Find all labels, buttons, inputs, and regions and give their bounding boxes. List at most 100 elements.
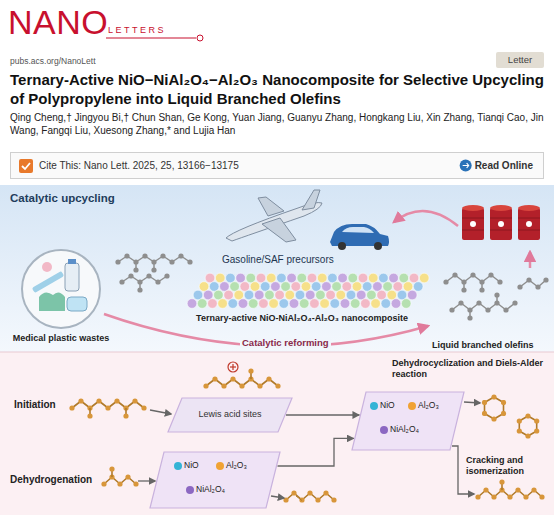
catalyst-sphere bbox=[250, 282, 260, 292]
step-label: Dehydrogenation bbox=[10, 474, 92, 486]
journal-logo: LETTERS bbox=[108, 25, 166, 36]
catalyst-sphere bbox=[256, 273, 266, 283]
catalyst-slab: Ternary-active NiO-NiAl₂O₄-Al₂O₃ nanocom… bbox=[176, 271, 428, 329]
catalyst-sphere bbox=[220, 282, 230, 292]
catalyst-sphere bbox=[371, 299, 381, 309]
mechanism-panel bbox=[0, 352, 554, 515]
catalyst-sphere bbox=[281, 282, 291, 292]
waste-item bbox=[32, 271, 64, 293]
polymer-chain bbox=[153, 262, 155, 270]
fuel-barrels bbox=[518, 218, 540, 219]
catalyst-sphere bbox=[409, 273, 419, 283]
catalyst-sphere bbox=[407, 290, 417, 300]
catalyst-sphere bbox=[338, 273, 348, 283]
fuel-barrels bbox=[526, 221, 532, 227]
car-icon bbox=[338, 242, 346, 250]
plane-outline bbox=[352, 392, 464, 450]
catalyst-sphere bbox=[346, 290, 356, 300]
catalyst-sphere bbox=[322, 282, 332, 292]
catalyst-sphere bbox=[311, 282, 321, 292]
catalyst-sphere bbox=[271, 282, 281, 292]
catalyst-sphere bbox=[254, 290, 264, 300]
waste-item bbox=[39, 292, 65, 311]
catalyst-sphere bbox=[214, 290, 224, 300]
mechanism-molecule bbox=[296, 496, 302, 501]
catalyst-sphere bbox=[389, 273, 399, 283]
fuel-barrels bbox=[470, 221, 476, 227]
node-text: Medical plastic wastes bbox=[13, 333, 110, 344]
carbocation-symbol bbox=[228, 362, 238, 372]
cite-icon bbox=[22, 163, 30, 169]
waste-item bbox=[68, 259, 76, 264]
catalyst-sphere bbox=[224, 290, 234, 300]
catalyst-plane: NiOAl₂O₃NiAl₂O₄ bbox=[150, 452, 280, 508]
node-outline bbox=[150, 452, 280, 508]
waste-circle bbox=[22, 250, 100, 328]
catalyst-sphere bbox=[391, 299, 401, 309]
olefin-molecule bbox=[463, 282, 465, 290]
node-text: Ternary-active NiO-NiAl₂O₄-Al₂O₃ nanocom… bbox=[196, 313, 408, 324]
flow-arrow bbox=[529, 252, 532, 268]
step-arrow bbox=[271, 496, 284, 498]
fuel-barrels bbox=[490, 205, 512, 211]
catalyst-sphere bbox=[236, 273, 246, 283]
step-arrow bbox=[138, 480, 155, 481]
phase-dot bbox=[380, 426, 388, 434]
node-text: Al₂O₃ bbox=[226, 460, 247, 470]
polymer-chain bbox=[118, 256, 190, 262]
car-icon bbox=[330, 224, 389, 250]
plane-outline bbox=[168, 398, 292, 432]
catalyst-sphere bbox=[316, 290, 326, 300]
catalyst-sphere bbox=[289, 299, 299, 309]
phase-dot bbox=[186, 486, 194, 494]
catalyst-sphere bbox=[246, 273, 256, 283]
catalyst-sphere bbox=[218, 299, 228, 309]
catalyst-sphere bbox=[187, 299, 197, 309]
fuel-barrels bbox=[518, 208, 540, 240]
mechanism-molecule bbox=[72, 371, 542, 501]
catalyst-sphere bbox=[377, 290, 387, 300]
catalyst-sphere bbox=[228, 299, 238, 309]
journal-url: pubs.acs.org/NanoLett bbox=[10, 56, 96, 66]
node-text: Al₂O₃ bbox=[418, 400, 439, 410]
catalyst-sphere bbox=[260, 282, 270, 292]
logo-decoration bbox=[106, 37, 196, 38]
catalyst-sphere bbox=[383, 282, 393, 292]
catalyst-sphere bbox=[387, 290, 397, 300]
fuel-barrels bbox=[462, 205, 540, 240]
airplane-icon bbox=[302, 190, 320, 210]
olefin-molecule bbox=[446, 275, 500, 282]
airplane-icon bbox=[226, 190, 322, 242]
reaction-arrow bbox=[278, 438, 354, 466]
catalyst-sphere bbox=[295, 290, 305, 300]
catalyst-sphere bbox=[320, 299, 330, 309]
author-list: Qing Cheng,† Jingyou Bi,† Chun Shan, Ge … bbox=[10, 112, 544, 137]
fuel-barrels bbox=[518, 230, 540, 231]
article-type-tag: Letter bbox=[496, 52, 544, 68]
journal-logo: NANO bbox=[8, 3, 108, 41]
fuel-barrels bbox=[490, 218, 512, 219]
airplane-icon bbox=[262, 218, 296, 242]
reaction-arrow bbox=[286, 414, 359, 415]
catalyst-sphere bbox=[193, 290, 203, 300]
carbocation-symbol bbox=[232, 364, 233, 370]
catalyst-sphere bbox=[310, 299, 320, 309]
phase-dot bbox=[370, 402, 378, 410]
catalyst-sphere bbox=[291, 282, 301, 292]
catalyst-sphere bbox=[307, 273, 317, 283]
catalyst-sphere bbox=[277, 273, 287, 283]
upcycling-panel bbox=[0, 185, 554, 352]
polymer-chain bbox=[118, 256, 190, 290]
catalyst-sphere bbox=[238, 299, 248, 309]
olefin-molecule bbox=[481, 282, 483, 290]
olefin-molecule bbox=[446, 275, 546, 318]
cite-icon bbox=[19, 159, 33, 173]
catalyst-sphere bbox=[381, 299, 391, 309]
catalyst-sphere bbox=[419, 273, 429, 283]
node-text: NiO bbox=[380, 400, 395, 410]
catalyst-sphere bbox=[203, 290, 213, 300]
read-icon bbox=[463, 163, 469, 168]
node-outline bbox=[352, 392, 464, 450]
mechanism-molecule bbox=[72, 401, 144, 408]
